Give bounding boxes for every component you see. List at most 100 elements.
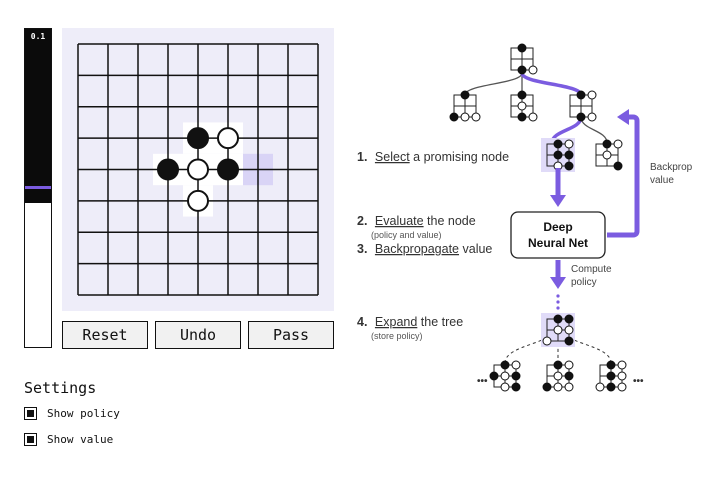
white-mini-stone [564,382,574,392]
black-stone [157,158,179,181]
white-mini-stone [553,325,563,335]
show-value-checkbox[interactable] [24,433,37,446]
mcts-diagram: 1. Select a promising node 2. Evaluate t… [357,43,693,392]
step-4-subtitle: (store policy) [371,331,423,341]
black-stone [217,158,239,181]
white-mini-stone [602,150,612,160]
black-mini-stone [576,90,586,100]
white-stone [217,127,239,150]
tree-edge [464,72,523,96]
neural-net-label-line1: Deep [543,220,572,234]
black-mini-stone [542,382,552,392]
tree-node [489,360,521,392]
step-1-select: 1. Select a promising node [357,150,509,164]
go-board[interactable] [62,28,334,311]
white-mini-stone [587,112,597,122]
value-bar-fill [25,29,51,203]
show-value-toggle[interactable]: Show value [24,433,113,446]
value-bar: 0.1 [24,28,52,348]
go-board-area[interactable] [62,28,334,311]
black-mini-stone [511,371,521,381]
white-stone [187,189,209,212]
compute-label-line2: policy [571,277,597,288]
white-mini-stone [471,112,481,122]
tree-node [510,43,538,75]
white-mini-stone [500,382,510,392]
tree-node [542,360,574,392]
white-mini-stone [517,101,527,111]
black-mini-stone [606,382,616,392]
white-mini-stone [542,336,552,346]
black-mini-stone [606,360,616,370]
step-3-backpropagate: 3. Backpropagate value [357,242,492,256]
checkbox-checked-icon [27,410,34,417]
backprop-arrow [607,109,640,238]
step-2-subtitle: (policy and value) [371,230,442,240]
step-4-expand: 4. Expand the tree [357,315,463,329]
neural-net-box [510,211,606,259]
tree-node [595,139,623,171]
tree-node [595,360,627,392]
black-mini-stone [564,371,574,381]
black-mini-stone [564,314,574,324]
compute-policy-arrow [550,260,566,310]
white-mini-stone [613,139,623,149]
black-mini-stone [564,336,574,346]
black-mini-stone [511,382,521,392]
black-mini-stone [517,90,527,100]
black-mini-stone [553,139,563,149]
black-mini-stone [489,371,499,381]
tree-nodes [449,43,627,392]
value-label: 0.1 [30,32,46,41]
white-mini-stone [617,360,627,370]
white-mini-stone [564,325,574,335]
black-mini-stone [500,360,510,370]
tree-node [541,138,575,172]
tree-node [541,313,575,347]
white-mini-stone [617,382,627,392]
tree-node [510,90,538,122]
reset-button[interactable]: Reset [62,321,148,349]
tree-edge [520,72,583,96]
show-policy-label: Show policy [47,407,120,420]
white-mini-stone [587,90,597,100]
undo-button[interactable]: Undo [155,321,241,349]
black-mini-stone [553,150,563,160]
white-mini-stone [528,65,538,75]
black-mini-stone [553,360,563,370]
compute-label-line1: Compute [571,264,612,275]
tree-ellipsis-left: ••• [477,376,488,387]
black-mini-stone [602,139,612,149]
white-stone [187,158,209,181]
black-mini-stone [564,161,574,171]
neural-net-label-line2: Neural Net [528,236,588,250]
white-mini-stone [595,382,605,392]
black-mini-stone [606,371,616,381]
white-mini-stone [460,112,470,122]
show-value-label: Show value [47,433,114,446]
pass-button[interactable]: Pass [248,321,334,349]
white-mini-stone [528,112,538,122]
black-mini-stone [576,112,586,122]
white-mini-stone [564,139,574,149]
black-mini-stone [460,90,470,100]
white-mini-stone [511,360,521,370]
tree-ellipsis-right: ••• [633,376,644,387]
backprop-label-line1: Backprop [650,162,693,173]
backprop-label-line2: value [650,175,674,186]
black-mini-stone [517,65,527,75]
black-mini-stone [613,161,623,171]
black-mini-stone [517,43,527,53]
show-policy-toggle[interactable]: Show policy [24,407,120,420]
black-mini-stone [553,314,563,324]
settings-title: Settings [24,379,97,397]
black-mini-stone [449,112,459,122]
select-to-eval-arrow [550,168,566,207]
white-mini-stone [500,371,510,381]
tree-node [569,90,597,122]
white-mini-stone [553,382,563,392]
white-mini-stone [553,371,563,381]
white-mini-stone [617,371,627,381]
value-bar-marker [25,186,51,189]
show-policy-checkbox[interactable] [24,407,37,420]
